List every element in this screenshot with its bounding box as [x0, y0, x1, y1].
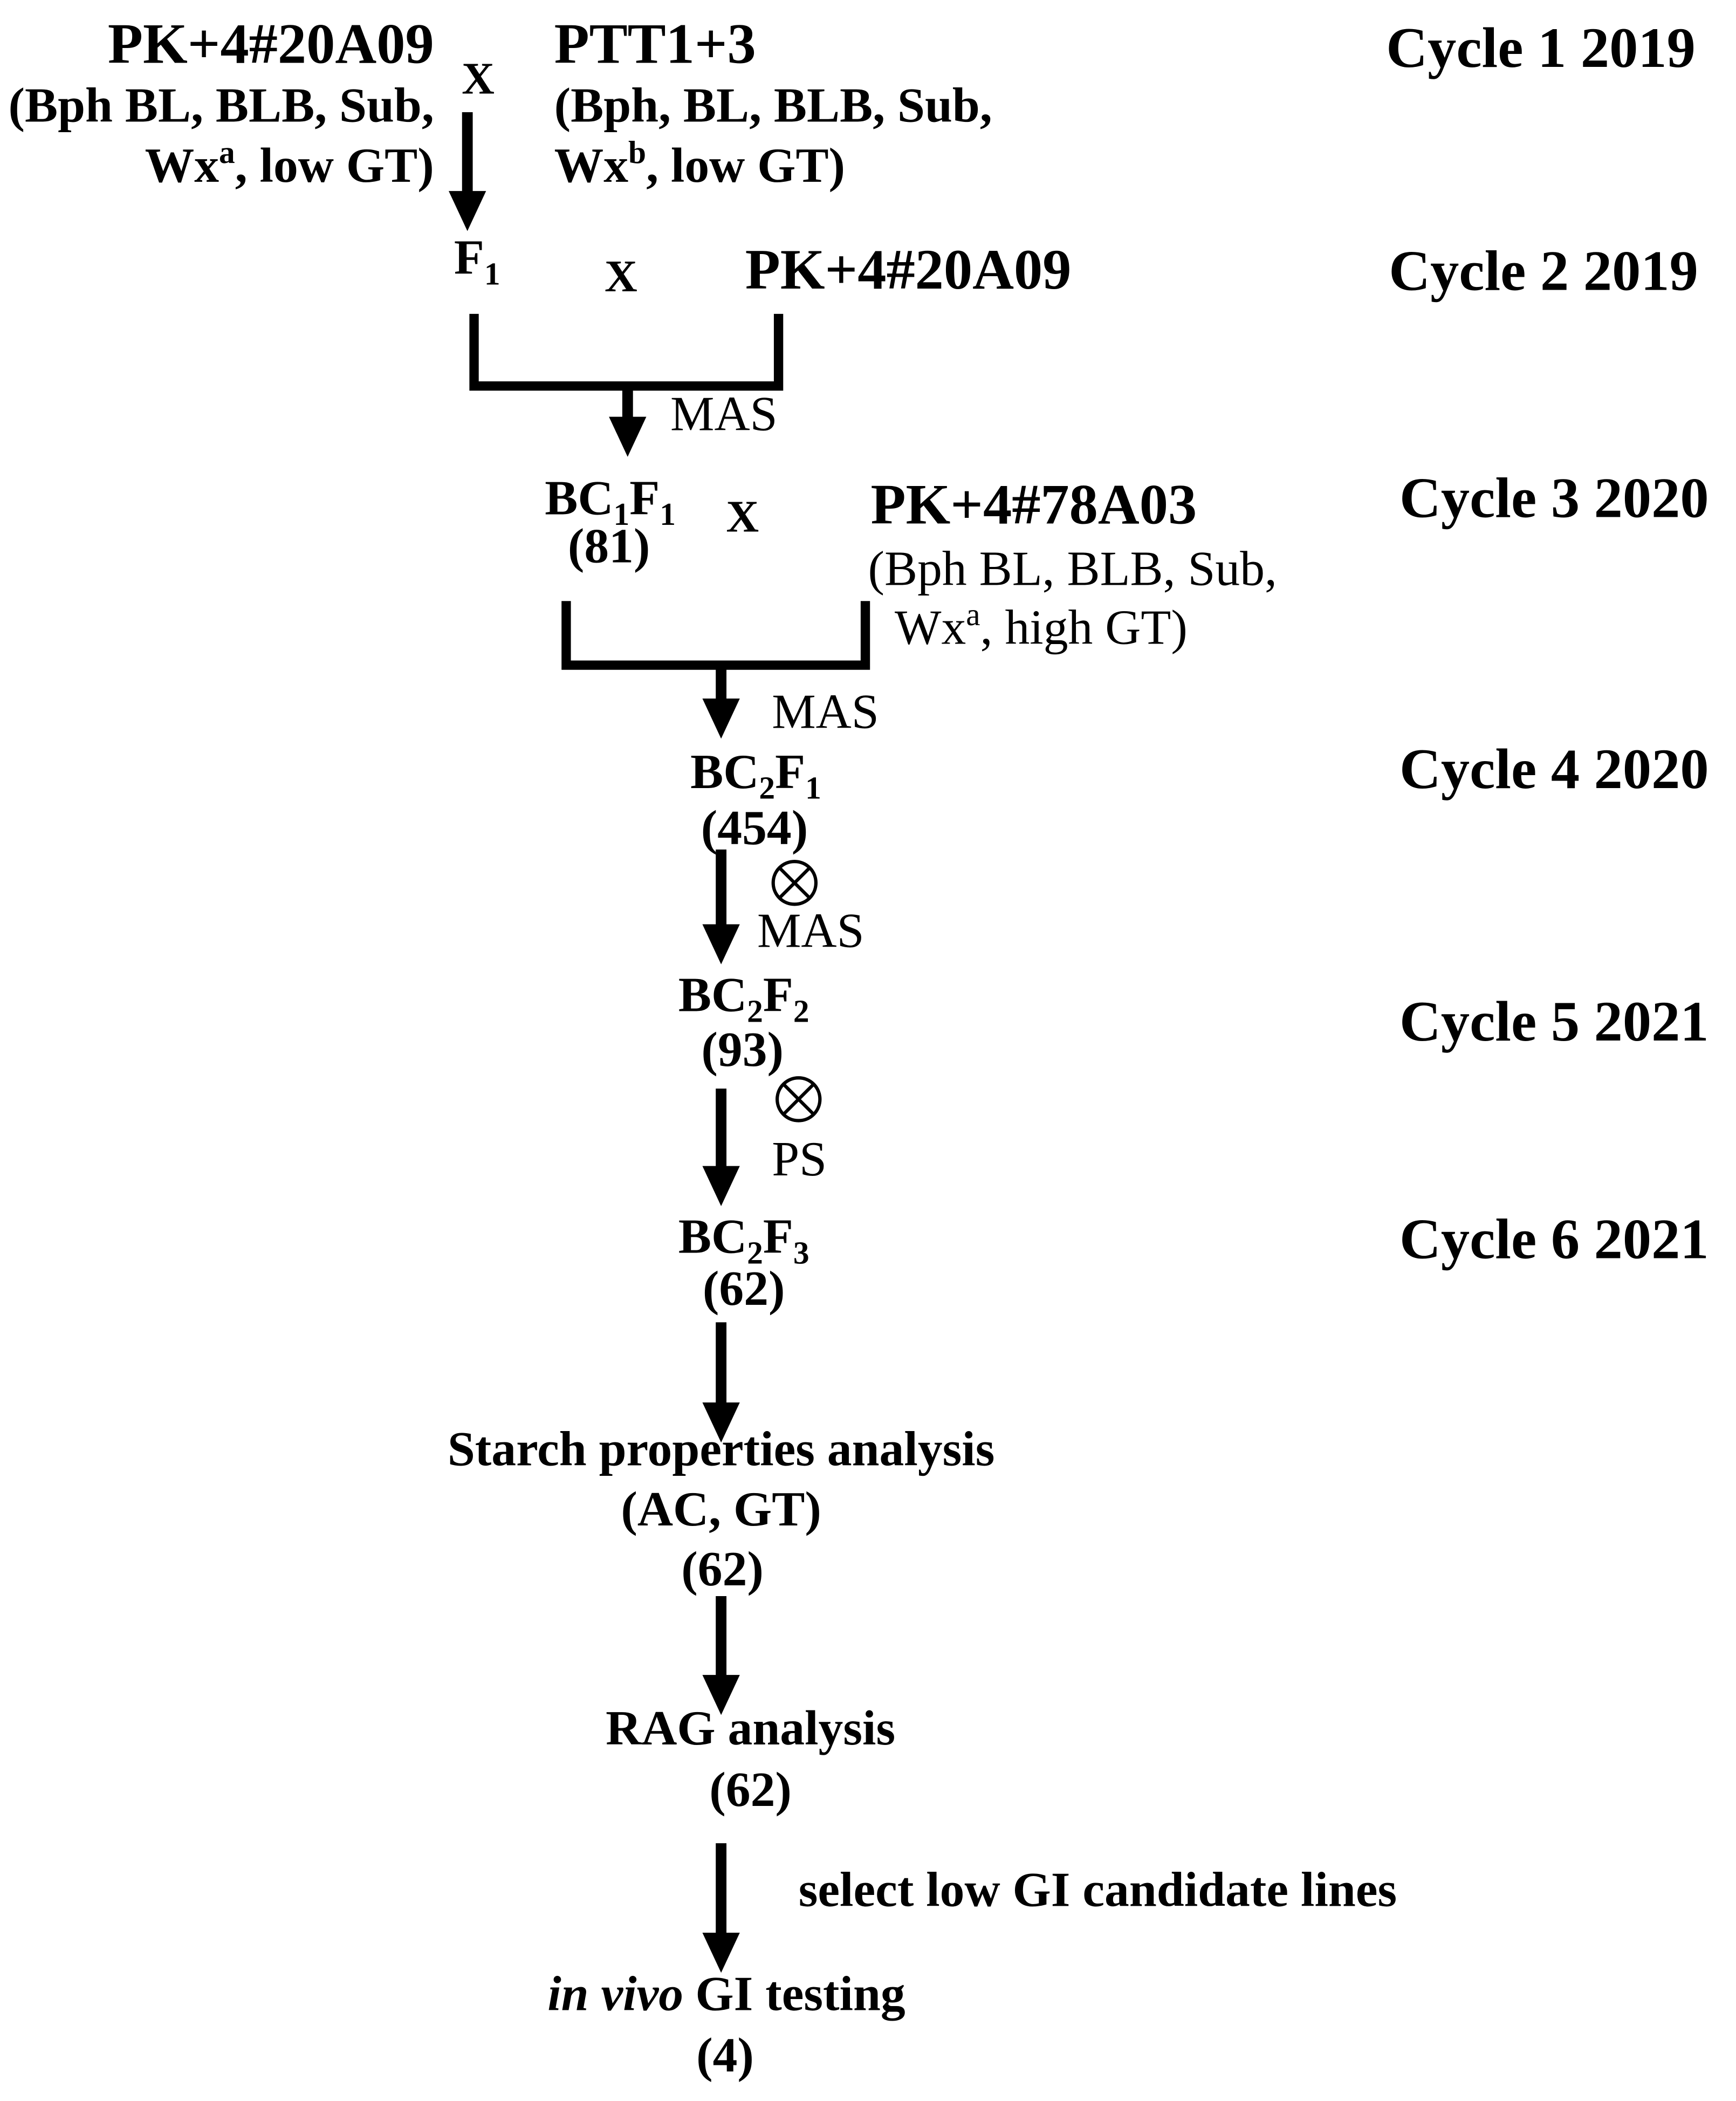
cycle-3-label: Cycle 3 2020: [1399, 466, 1709, 530]
donor-parent-name: PK+4#78A03: [870, 473, 1197, 537]
parent-b-traits-line1: (Bph, BL, BLB, Sub,: [554, 77, 992, 132]
generation-bc1f1-count: (81): [568, 518, 650, 573]
traits-rest: , low GT): [235, 138, 434, 193]
cross-bracket-1: [469, 313, 784, 391]
arrow-to-bc2f2: [702, 849, 740, 964]
parent-a-traits-line2: Wxa, low GT): [145, 134, 434, 193]
selfing-icon: [771, 860, 818, 906]
cycle-6-label: Cycle 6 2021: [1399, 1208, 1709, 1271]
bc-sub: 2: [747, 993, 763, 1029]
cross-symbol-1: X: [462, 53, 495, 104]
traits-rest: , high GT): [980, 600, 1188, 655]
generation-bc2f3-label: BC2F3: [678, 1209, 809, 1271]
arrow-to-bc1f1: [609, 386, 647, 457]
generation-bc2f2-count: (93): [701, 1022, 784, 1077]
wx-allele-sup: a: [219, 134, 235, 170]
selection-ps: PS: [772, 1131, 827, 1186]
filial-prefix: F: [629, 470, 660, 525]
arrow-to-rag-analysis: [702, 1596, 740, 1715]
recurrent-parent-name: PK+4#20A09: [745, 238, 1072, 302]
bc-prefix: BC: [678, 967, 747, 1022]
filial-prefix: F: [775, 744, 805, 799]
filial-sub: 1: [805, 770, 821, 806]
starch-analysis-count: (62): [681, 1541, 764, 1596]
wx-allele-sup: a: [966, 597, 980, 632]
filial-sub: 3: [793, 1235, 809, 1270]
gi-testing-count: (4): [696, 2028, 754, 2083]
arrow-to-gi-testing: [702, 1843, 740, 1973]
bc-sub: 2: [747, 1235, 763, 1270]
cycle-4-label: Cycle 4 2020: [1399, 737, 1709, 801]
selection-mas-1: MAS: [670, 386, 778, 441]
filial-sub: 1: [660, 496, 676, 532]
wx-gene: Wx: [145, 138, 219, 193]
gi-testing-rest: GI testing: [695, 1966, 905, 2021]
bc-sub: 2: [759, 770, 775, 806]
rag-analysis-count: (62): [709, 1762, 792, 1817]
f1-label: F1: [454, 230, 500, 292]
parent-a-name: PK+4#20A09: [108, 12, 434, 76]
f1-sub: 1: [484, 256, 500, 291]
cross-symbol-2: X: [605, 251, 637, 302]
generation-bc2f1-count: (454): [701, 800, 808, 855]
starch-analysis-traits: (AC, GT): [621, 1481, 821, 1536]
arrow-to-bc2f1: [702, 665, 740, 739]
arrow-to-bc2f3: [702, 1089, 740, 1206]
parent-a-traits-line1: (Bph BL, BLB, Sub,: [8, 77, 434, 132]
selection-mas-2: MAS: [772, 684, 879, 739]
filial-sub: 2: [793, 993, 809, 1029]
generation-bc2f2-label: BC2F2: [678, 967, 809, 1029]
bc-sub: 1: [614, 496, 630, 532]
rag-analysis-title: RAG analysis: [606, 1700, 895, 1755]
generation-bc2f3-count: (62): [703, 1261, 785, 1316]
cross-symbol-3: X: [726, 492, 759, 542]
bc-prefix: BC: [678, 1209, 747, 1264]
cycle-5-label: Cycle 5 2021: [1399, 990, 1709, 1053]
donor-traits-line1: (Bph BL, BLB, Sub,: [868, 541, 1277, 596]
bc-prefix: BC: [690, 744, 759, 799]
filial-prefix: F: [763, 967, 793, 1022]
selfing-icon: [776, 1076, 822, 1123]
wx-allele-sup: b: [628, 134, 646, 170]
wx-gene: Wx: [554, 138, 629, 193]
gi-testing-italic: in vivo: [547, 1966, 683, 2021]
parent-b-traits-line2: Wxb, low GT): [554, 134, 845, 193]
donor-traits-line2: Wxa, high GT): [895, 597, 1188, 655]
wx-gene: Wx: [895, 600, 966, 655]
cycle-2-label: Cycle 2 2019: [1389, 239, 1698, 303]
generation-bc1f1-label: BC1F1: [545, 470, 676, 532]
bc-prefix: BC: [545, 470, 613, 525]
cross-bracket-2: [561, 601, 870, 670]
filial-prefix: F: [763, 1209, 793, 1264]
selection-note: select low GI candidate lines: [799, 1862, 1397, 1917]
arrow-to-f1: [448, 112, 486, 231]
selection-mas-3: MAS: [757, 903, 864, 958]
parent-b-name: PTT1+3: [554, 12, 756, 76]
generation-bc2f1-label: BC2F1: [690, 744, 821, 806]
starch-analysis-title: Starch properties analysis: [448, 1421, 995, 1476]
f1-base: F: [454, 230, 484, 285]
arrow-to-starch-analysis: [702, 1322, 740, 1443]
cycle-1-label: Cycle 1 2019: [1386, 16, 1696, 80]
traits-rest: , low GT): [646, 138, 845, 193]
